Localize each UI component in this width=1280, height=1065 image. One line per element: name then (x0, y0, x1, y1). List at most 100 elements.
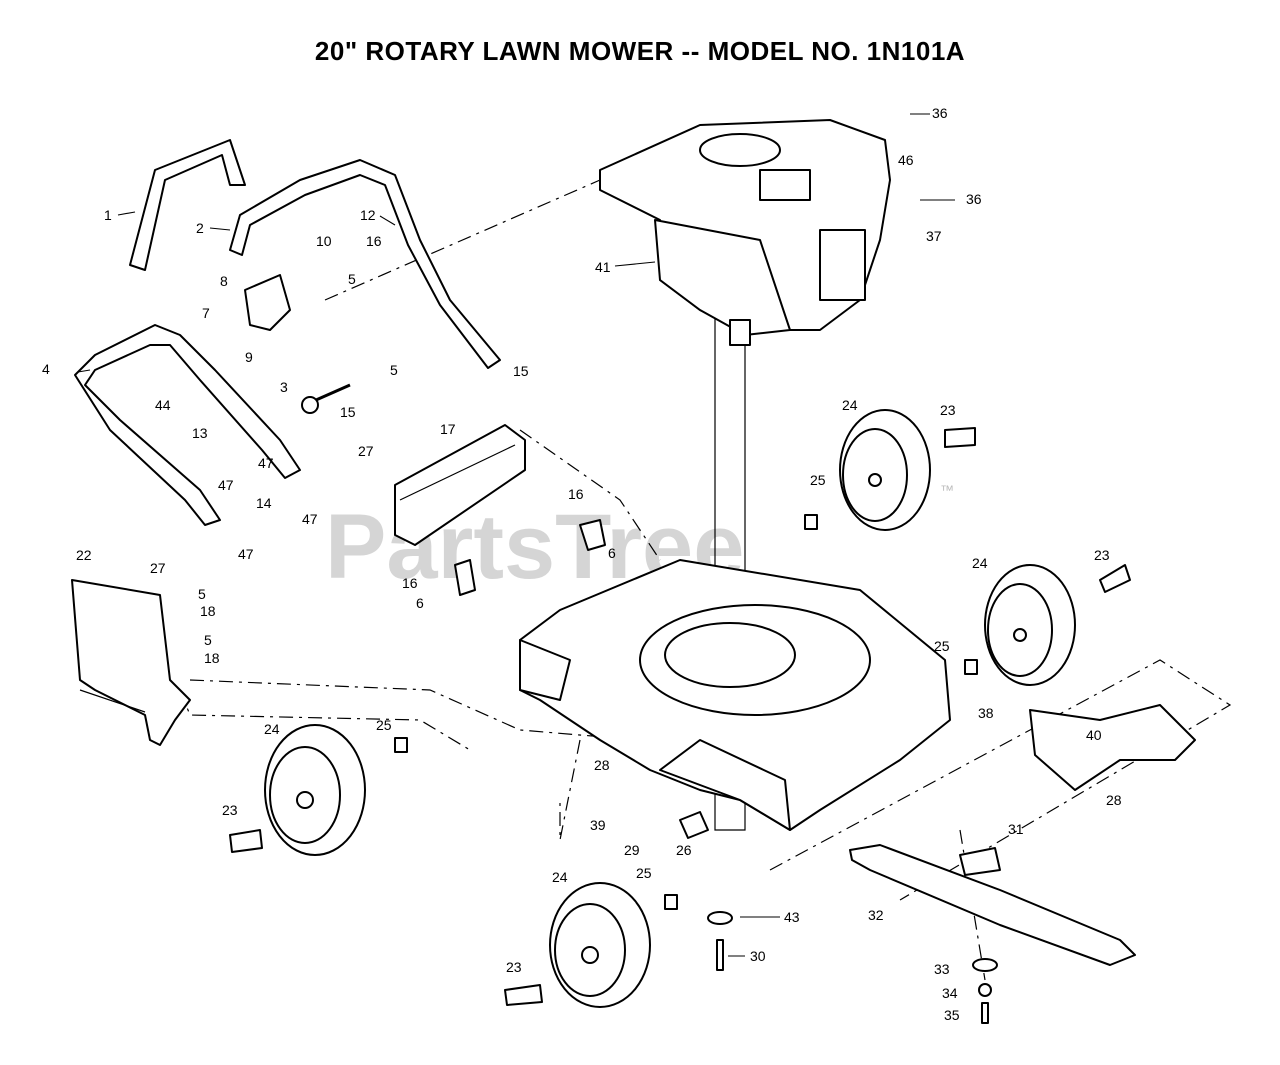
part-spacer-2 (964, 659, 978, 675)
part-axle-bolt-2 (1099, 564, 1131, 593)
callout-16-b: 16 (568, 486, 584, 502)
callout-47-c: 47 (302, 511, 318, 527)
callout-34: 34 (942, 985, 958, 1001)
callout-36-b: 36 (966, 191, 982, 207)
callout-7: 7 (202, 305, 210, 321)
callout-13: 13 (192, 425, 208, 441)
part-baffle (394, 424, 526, 546)
callout-4: 4 (42, 361, 50, 377)
callout-36-a: 36 (932, 105, 948, 121)
callout-24-c: 24 (972, 555, 988, 571)
callout-24-d: 24 (552, 869, 568, 885)
callout-38: 38 (978, 705, 994, 721)
callout-6-a: 6 (608, 545, 616, 561)
part-clip-upper (579, 519, 606, 551)
callout-5-b: 5 (390, 362, 398, 378)
callout-25-c: 25 (934, 638, 950, 654)
callout-46: 46 (898, 152, 914, 168)
part-handle-grip (129, 139, 246, 271)
part-engine (599, 119, 891, 346)
callout-9: 9 (245, 349, 253, 365)
wheel-rear-left (264, 724, 366, 856)
callout-18-b: 18 (204, 650, 220, 666)
callout-28-a: 28 (1106, 792, 1122, 808)
callout-15-b: 15 (340, 404, 356, 420)
wheel-front-right (839, 409, 931, 531)
callout-3: 3 (280, 379, 288, 395)
callout-26: 26 (676, 842, 692, 858)
callout-5-c: 5 (198, 586, 206, 602)
callout-22: 22 (76, 547, 92, 563)
callout-17: 17 (440, 421, 456, 437)
leader-lines (77, 113, 955, 957)
callout-5-a: 5 (348, 271, 356, 287)
callout-24-a: 24 (264, 721, 280, 737)
part-tab (679, 811, 709, 839)
part-rear-baffle-plate (1029, 704, 1196, 791)
callout-30: 30 (750, 948, 766, 964)
callout-29: 29 (624, 842, 640, 858)
watermark-trademark: ™ (940, 482, 954, 498)
part-handle-bracket (244, 274, 291, 331)
callout-14: 14 (256, 495, 272, 511)
part-axle-bolt-1 (944, 427, 976, 448)
callout-47-a: 47 (258, 455, 274, 471)
part-axle-bolt-4 (504, 984, 543, 1006)
callout-16-a: 16 (366, 233, 382, 249)
wheel-rear-right (984, 564, 1076, 686)
part-spacer-3 (394, 737, 408, 753)
part-bolt-30 (716, 939, 724, 971)
part-blade-adapter (959, 847, 1001, 876)
callout-40: 40 (1086, 727, 1102, 743)
callout-2: 2 (196, 220, 204, 236)
part-spacer-1 (804, 514, 818, 530)
part-clip-lower (454, 559, 476, 596)
callout-41: 41 (595, 259, 611, 275)
part-spacer-4 (664, 894, 678, 910)
callout-27-b: 27 (150, 560, 166, 576)
callout-33: 33 (934, 961, 950, 977)
part-mower-deck (519, 559, 951, 831)
callout-25-a: 25 (376, 717, 392, 733)
part-axle-bolt-3 (229, 829, 263, 853)
callout-1: 1 (104, 207, 112, 223)
callout-25-b: 25 (810, 472, 826, 488)
callout-23-b: 23 (940, 402, 956, 418)
part-blade (849, 844, 1136, 966)
part-bolt-35 (981, 1002, 989, 1024)
callout-25-d: 25 (636, 865, 652, 881)
part-rear-deflector (71, 579, 191, 746)
callout-47-d: 47 (238, 546, 254, 562)
callout-44: 44 (155, 397, 171, 413)
callout-15-a: 15 (513, 363, 529, 379)
callout-8: 8 (220, 273, 228, 289)
callout-12: 12 (360, 207, 376, 223)
callout-18-a: 18 (200, 603, 216, 619)
part-washer-43 (707, 911, 733, 925)
callout-35: 35 (944, 1007, 960, 1023)
callout-43: 43 (784, 909, 800, 925)
part-lower-handle (74, 324, 301, 526)
callout-23-c: 23 (1094, 547, 1110, 563)
callout-23-d: 23 (506, 959, 522, 975)
part-washer-33 (972, 958, 998, 972)
callout-32: 32 (868, 907, 884, 923)
callout-28-b: 28 (594, 757, 610, 773)
callout-39: 39 (590, 817, 606, 833)
callout-27-a: 27 (358, 443, 374, 459)
callout-10: 10 (316, 233, 332, 249)
callout-31: 31 (1008, 821, 1024, 837)
wheel-front-left (549, 882, 651, 1008)
callout-37: 37 (926, 228, 942, 244)
callout-24-b: 24 (842, 397, 858, 413)
diagram-title: 20" ROTARY LAWN MOWER -- MODEL NO. 1N101… (314, 36, 966, 66)
callout-labels: 1 2 12 10 16 5 8 7 9 4 44 3 5 15 15 13 2… (42, 105, 1122, 1023)
callout-23-a: 23 (222, 802, 238, 818)
callout-16-c: 16 (402, 575, 418, 591)
part-eye-bolt (301, 383, 351, 414)
callout-5-d: 5 (204, 632, 212, 648)
callout-47-b: 47 (218, 477, 234, 493)
callout-6-b: 6 (416, 595, 424, 611)
part-washer-34 (978, 983, 992, 997)
